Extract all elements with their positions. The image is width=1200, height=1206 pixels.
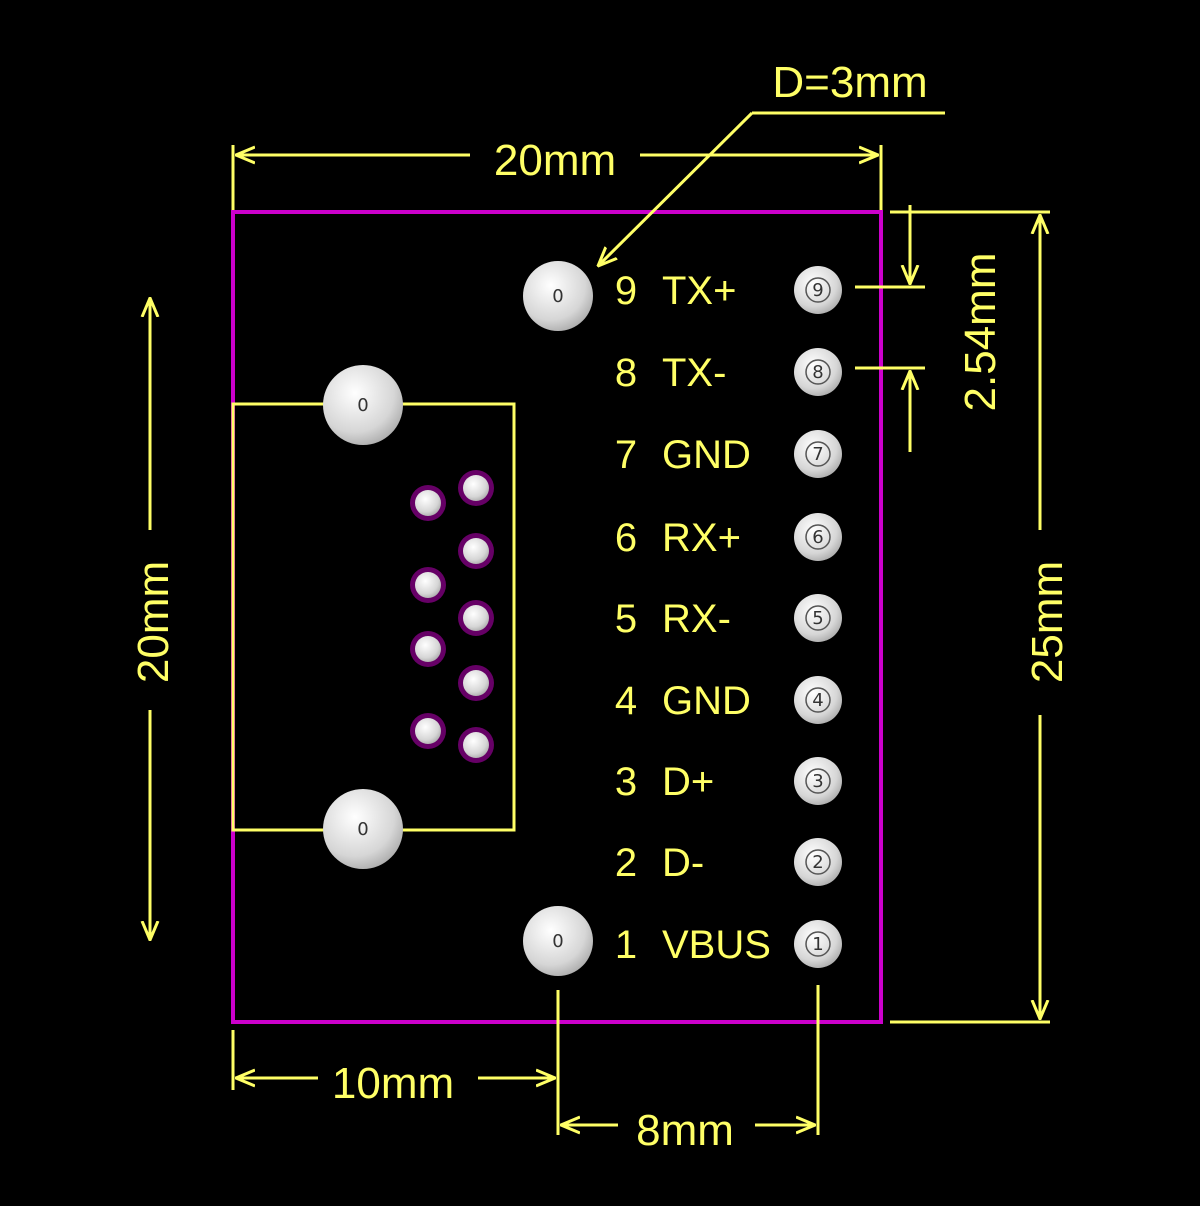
header-pad-drill	[805, 524, 831, 550]
pin-name: D-	[662, 841, 704, 885]
header-pad-drill	[805, 687, 831, 713]
pin-name: TX-	[662, 351, 726, 395]
header-pad-number: 6	[812, 527, 823, 548]
pin-number: 9	[615, 269, 637, 313]
header-pad-number: 5	[812, 608, 823, 629]
header-pad	[794, 594, 842, 642]
header-pad-drill	[805, 931, 831, 957]
mount-hole-top-right: 0	[523, 261, 593, 331]
dim-bottom-offset-label: 10mm	[332, 1059, 454, 1108]
mount-hole-bottom-right: 0	[523, 906, 593, 976]
pin-number: 8	[615, 351, 637, 395]
pin-row: 9 9 TX+	[615, 266, 842, 314]
db9-pad-center	[415, 490, 441, 516]
header-pad-drill	[805, 277, 831, 303]
pin-name: GND	[662, 433, 751, 477]
pin-row: 3 3 D+	[615, 757, 842, 805]
pin-number: 4	[615, 679, 637, 723]
pin-row: 2 2 D-	[615, 838, 842, 886]
header-pad-number: 8	[812, 362, 823, 383]
db9-pad-center	[415, 718, 441, 744]
pin-row: 1 1 VBUS	[615, 920, 842, 968]
dim-right-height-label: 25mm	[1023, 561, 1072, 683]
header-pad	[794, 838, 842, 886]
mount-hole-label: 0	[357, 395, 368, 416]
pin-row: 4 4 GND	[615, 676, 842, 724]
dim-hole-diameter-label: D=3mm	[772, 58, 927, 107]
header-pad	[794, 513, 842, 561]
header-pad	[794, 676, 842, 724]
db9-pad-center	[415, 572, 441, 598]
header-pad-number: 1	[812, 934, 823, 955]
db9-pad-center	[463, 605, 489, 631]
header-pad-drill	[805, 768, 831, 794]
pin-number: 3	[615, 760, 637, 804]
pin-row: 5 5 RX-	[615, 594, 842, 642]
header-pad-drill	[805, 359, 831, 385]
header-pad-number: 4	[812, 690, 823, 711]
db9-mount-hole-top: 0	[323, 365, 403, 445]
header-pad-number: 2	[812, 852, 823, 873]
pin-number: 5	[615, 597, 637, 641]
db9-mount-hole-bottom: 0	[323, 789, 403, 869]
dim-hole-diameter: D=3mm	[598, 58, 945, 266]
pin-row: 7 7 GND	[615, 430, 842, 478]
header-pad-drill	[805, 605, 831, 631]
header-pad	[794, 920, 842, 968]
dim-pitch: 2.54mm	[855, 205, 1005, 452]
header-pad-number: 9	[812, 280, 823, 301]
header-pad-drill	[805, 849, 831, 875]
pin-name: VBUS	[662, 923, 771, 967]
mount-hole-label: 0	[552, 931, 563, 952]
header-pad-drill	[805, 441, 831, 467]
db9-pad-center	[463, 538, 489, 564]
pin-name: RX+	[662, 516, 741, 560]
pin-name: D+	[662, 760, 714, 804]
db9-pad-center	[463, 475, 489, 501]
header-pad	[794, 348, 842, 396]
db9-pin-pads	[410, 470, 494, 763]
mount-hole-label: 0	[552, 286, 563, 307]
dim-pitch-label: 2.54mm	[956, 253, 1005, 412]
pin-number: 6	[615, 516, 637, 560]
dim-bottom-pin-span: 8mm	[561, 985, 820, 1155]
dim-top-width-label: 20mm	[494, 136, 616, 185]
pin-row: 6 6 RX+	[615, 513, 842, 561]
pin-number: 7	[615, 433, 637, 477]
db9-pad-center	[463, 732, 489, 758]
dim-left-height-label: 20mm	[129, 561, 178, 683]
board-outline	[231, 210, 883, 1024]
dim-right-height: 25mm	[890, 210, 1072, 1024]
dim-bottom-pin-span-label: 8mm	[636, 1106, 734, 1155]
dim-top-width: 20mm	[231, 136, 883, 210]
header-pad-number: 3	[812, 771, 823, 792]
header-pad	[794, 757, 842, 805]
db9-pad-center	[463, 670, 489, 696]
pin-number: 1	[615, 923, 637, 967]
db9-pad-center	[415, 636, 441, 662]
pin-name: RX-	[662, 597, 731, 641]
header-pad	[794, 266, 842, 314]
pin-name: TX+	[662, 269, 736, 313]
header-pad	[794, 430, 842, 478]
dim-bottom-offset: 10mm	[231, 990, 560, 1135]
pin-name: GND	[662, 679, 751, 723]
dim-left-height: 20mm	[129, 298, 178, 940]
mount-hole-label: 0	[357, 819, 368, 840]
header-pad-number: 7	[812, 444, 823, 465]
pin-row: 8 8 TX-	[615, 348, 842, 396]
pin-number: 2	[615, 841, 637, 885]
